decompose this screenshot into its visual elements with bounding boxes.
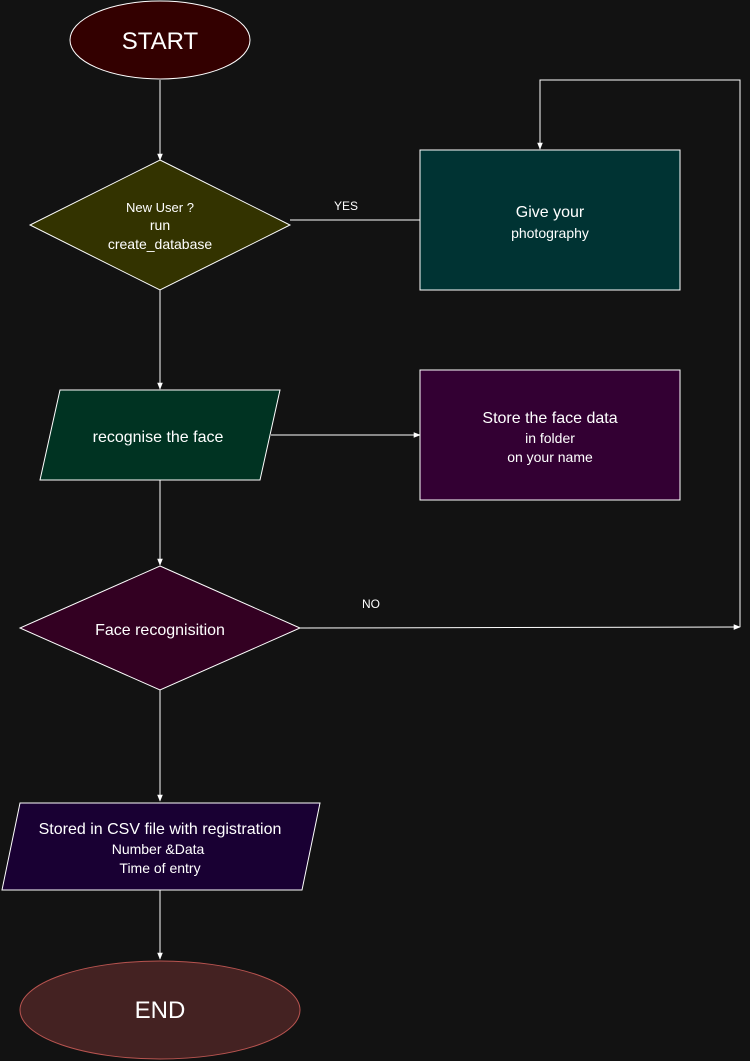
start-node[interactable]: START <box>69 0 251 80</box>
end-ellipse <box>19 960 301 1060</box>
store-line1: Store the face data <box>482 410 617 427</box>
face-rec-decision[interactable]: Face recognisition <box>18 565 302 691</box>
new-user-line2: run <box>150 217 170 233</box>
csv-parallelogram <box>1 802 321 891</box>
end-label: END <box>135 997 186 1024</box>
new-user-line1: New User ? <box>126 200 194 215</box>
csv-line1: Stored in CSV file with registration <box>39 821 282 838</box>
recognise-parallelogram <box>39 389 281 481</box>
end-node[interactable]: END <box>19 960 301 1060</box>
new-user-decision[interactable]: New User ? run create_database <box>28 159 292 291</box>
new-user-diamond <box>28 159 292 291</box>
photo-box[interactable]: Give your photography <box>419 149 681 291</box>
edge-label-no: NO <box>362 597 380 611</box>
recognise-node[interactable]: recognise the face <box>39 389 281 481</box>
csv-line2: Number &Data <box>112 841 205 857</box>
face-rec-label: Face recognisition <box>95 622 225 639</box>
csv-line3: Time of entry <box>119 860 200 876</box>
csv-node[interactable]: Stored in CSV file with registration Num… <box>1 802 321 891</box>
edge-loop-back-to-photo <box>537 79 741 627</box>
edge-label-yes: YES <box>334 199 358 213</box>
edge-face-rec-no-loop <box>299 624 741 630</box>
photo-line1: Give your <box>516 204 585 221</box>
store-line3: on your name <box>507 449 593 465</box>
new-user-line3: create_database <box>108 236 213 252</box>
photo-line2: photography <box>511 225 589 241</box>
start-label: START <box>122 28 199 55</box>
face-rec-diamond <box>18 565 302 691</box>
store-rect <box>419 369 681 501</box>
store-box[interactable]: Store the face data in folder on your na… <box>419 369 681 501</box>
edges <box>157 79 741 960</box>
recognise-label: recognise the face <box>93 429 224 446</box>
start-ellipse <box>69 0 251 80</box>
photo-rect <box>419 149 681 291</box>
store-line2: in folder <box>525 430 575 446</box>
